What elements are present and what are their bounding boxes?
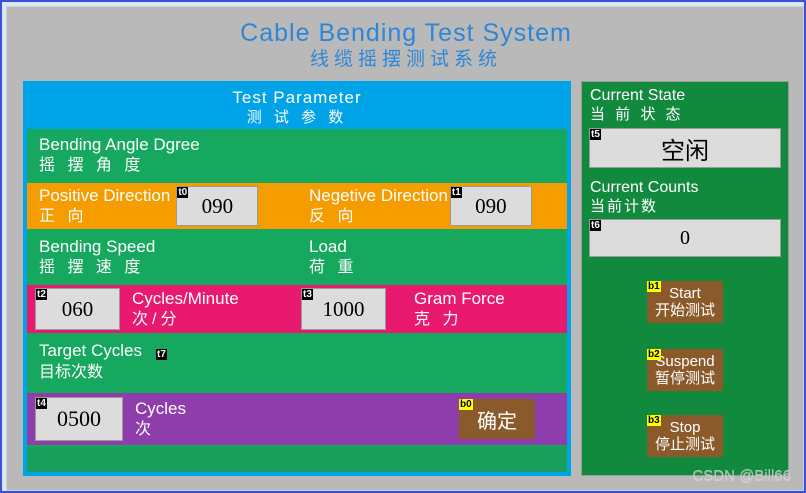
gram-force-value: 1000 bbox=[322, 296, 365, 321]
confirm-button[interactable]: b0 确定 bbox=[459, 399, 535, 439]
target-cycles-label-cn: 目标次数 bbox=[39, 364, 104, 381]
positive-direction-tag: t0 bbox=[177, 187, 189, 198]
stop-test-button[interactable]: b3 Stop 停止测试 bbox=[647, 415, 723, 457]
gram-force-tag: t3 bbox=[302, 289, 313, 300]
test-parameter-header-cn: 测 试 参 数 bbox=[246, 109, 348, 126]
negative-direction-label-en: Negetive Direction bbox=[309, 185, 448, 205]
positive-direction-group: Positive Direction 正 向 t0 090 bbox=[27, 183, 297, 229]
suspend-test-button[interactable]: b2 Suspend 暂停测试 bbox=[647, 349, 723, 391]
target-cycles-label-group: Target Cycles t7 目标次数 bbox=[27, 335, 567, 391]
target-cycles-tag: t7 bbox=[155, 349, 167, 360]
start-test-button-label-cn: 开始测试 bbox=[654, 301, 715, 319]
start-test-button-label-en: Start bbox=[669, 284, 701, 302]
load-label-en: Load bbox=[309, 237, 347, 256]
test-parameter-header: Test Parameter 测 试 参 数 bbox=[27, 85, 567, 129]
cycles-per-minute-value: 060 bbox=[61, 296, 94, 321]
current-state-display[interactable]: t5 空闲 bbox=[589, 128, 781, 168]
negative-direction-label: Negetive Direction 反 向 bbox=[297, 185, 448, 228]
current-counts-label-en: Current Counts bbox=[590, 179, 699, 196]
positive-direction-label-en: Positive Direction bbox=[39, 185, 171, 205]
current-state-label: Current State 当 前 状 态 bbox=[582, 82, 788, 125]
target-cycles-label-en: Target Cycles bbox=[39, 341, 142, 360]
speed-load-input-row: t2 060 Cycles/Minute 次/分 t3 1000 Gram Fo… bbox=[27, 283, 567, 335]
cycles-label-en: Cycles bbox=[135, 398, 187, 418]
direction-row: Positive Direction 正 向 t0 090 Negetive D… bbox=[27, 181, 567, 231]
title-english: Cable Bending Test System bbox=[240, 19, 572, 47]
bending-speed-label-en: Bending Speed bbox=[39, 237, 156, 256]
current-counts-value: 0 bbox=[680, 226, 690, 249]
negative-direction-input[interactable]: t1 090 bbox=[449, 186, 532, 226]
cycles-per-minute-label-cn: 次/分 bbox=[132, 310, 181, 328]
suspend-test-button-label-en: Suspend bbox=[655, 352, 715, 370]
negative-direction-label-cn: 反 向 bbox=[309, 207, 358, 225]
confirm-button-label: 确定 bbox=[477, 410, 517, 433]
cycles-per-minute-label: Cycles/Minute 次/分 bbox=[120, 288, 239, 331]
current-counts-display[interactable]: t6 0 bbox=[589, 219, 781, 257]
current-state-tag: t5 bbox=[590, 129, 601, 140]
current-counts-tag: t6 bbox=[590, 220, 601, 231]
positive-direction-label: Positive Direction 正 向 bbox=[27, 185, 170, 228]
current-state-label-cn: 当 前 状 态 bbox=[590, 106, 684, 123]
load-label: Load 荷 重 bbox=[297, 231, 567, 283]
positive-direction-value: 090 bbox=[201, 193, 234, 218]
current-counts-label: Current Counts 当前计数 bbox=[582, 174, 788, 217]
current-state-value: 空闲 bbox=[661, 138, 709, 165]
cycles-per-minute-group: t2 060 Cycles/Minute 次/分 bbox=[27, 285, 297, 333]
gram-force-label-en: Gram Force bbox=[414, 288, 505, 308]
confirm-button-tag: b0 bbox=[459, 399, 473, 410]
speed-load-label-row: Bending Speed 摇 摆 速 度 Load 荷 重 bbox=[27, 231, 567, 283]
title-chinese: 线缆摇摆测试系统 bbox=[309, 49, 502, 70]
cycles-per-minute-label-en: Cycles/Minute bbox=[132, 288, 239, 308]
test-parameter-panel: Test Parameter 测 试 参 数 Bending Angle Dgr… bbox=[23, 81, 571, 476]
watermark-text: CSDN @Bill66 bbox=[692, 467, 791, 484]
stop-test-button-label-en: Stop bbox=[669, 418, 701, 436]
cycles-per-minute-input[interactable]: t2 060 bbox=[35, 288, 120, 330]
gram-force-label: Gram Force 克 力 bbox=[386, 288, 505, 331]
status-control-panel: Current State 当 前 状 态 t5 空闲 Current Coun… bbox=[581, 81, 789, 476]
bending-speed-label-cn: 摇 摆 速 度 bbox=[39, 259, 145, 276]
load-label-cn: 荷 重 bbox=[309, 259, 358, 276]
target-cycles-value: 0500 bbox=[57, 406, 101, 431]
page-title: Cable Bending Test System 线缆摇摆测试系统 bbox=[7, 19, 805, 73]
target-cycles-input[interactable]: t4 0500 bbox=[35, 397, 123, 441]
suspend-test-button-tag: b2 bbox=[647, 349, 661, 360]
bending-angle-label-cn: 摇 摆 角 度 bbox=[39, 157, 145, 174]
target-cycles-input-row: t4 0500 Cycles 次 b0 确定 bbox=[27, 391, 567, 447]
cycles-label-cn: 次 bbox=[135, 420, 152, 438]
start-test-button[interactable]: b1 Start 开始测试 bbox=[647, 281, 723, 323]
current-state-label-en: Current State bbox=[590, 87, 686, 104]
positive-direction-label-cn: 正 向 bbox=[39, 207, 88, 225]
application-window: Cable Bending Test System 线缆摇摆测试系统 Test … bbox=[6, 6, 804, 491]
bending-angle-label-group: Bending Angle Dgree 摇 摆 角 度 bbox=[27, 129, 567, 181]
stop-test-button-label-cn: 停止测试 bbox=[654, 435, 715, 453]
start-test-button-tag: b1 bbox=[647, 281, 661, 292]
positive-direction-input[interactable]: t0 090 bbox=[176, 186, 259, 226]
current-counts-label-cn: 当前计数 bbox=[590, 198, 659, 215]
target-cycles-value-tag: t4 bbox=[36, 398, 47, 409]
cycles-label: Cycles 次 bbox=[123, 398, 186, 441]
gram-force-group: t3 1000 Gram Force 克 力 bbox=[297, 285, 567, 333]
negative-direction-group: Negetive Direction 反 向 t1 090 bbox=[297, 183, 567, 229]
cycles-per-minute-tag: t2 bbox=[36, 289, 47, 300]
gram-force-label-cn: 克 力 bbox=[414, 310, 463, 328]
negative-direction-value: 090 bbox=[475, 193, 507, 218]
test-parameter-header-en: Test Parameter bbox=[232, 88, 362, 107]
suspend-test-button-label-cn: 暂停测试 bbox=[654, 369, 715, 387]
bending-speed-label: Bending Speed 摇 摆 速 度 bbox=[27, 231, 297, 283]
bending-angle-label-en: Bending Angle Dgree bbox=[39, 135, 200, 154]
gram-force-input[interactable]: t3 1000 bbox=[301, 288, 386, 330]
stop-test-button-tag: b3 bbox=[647, 415, 661, 426]
negative-direction-tag: t1 bbox=[450, 187, 462, 198]
